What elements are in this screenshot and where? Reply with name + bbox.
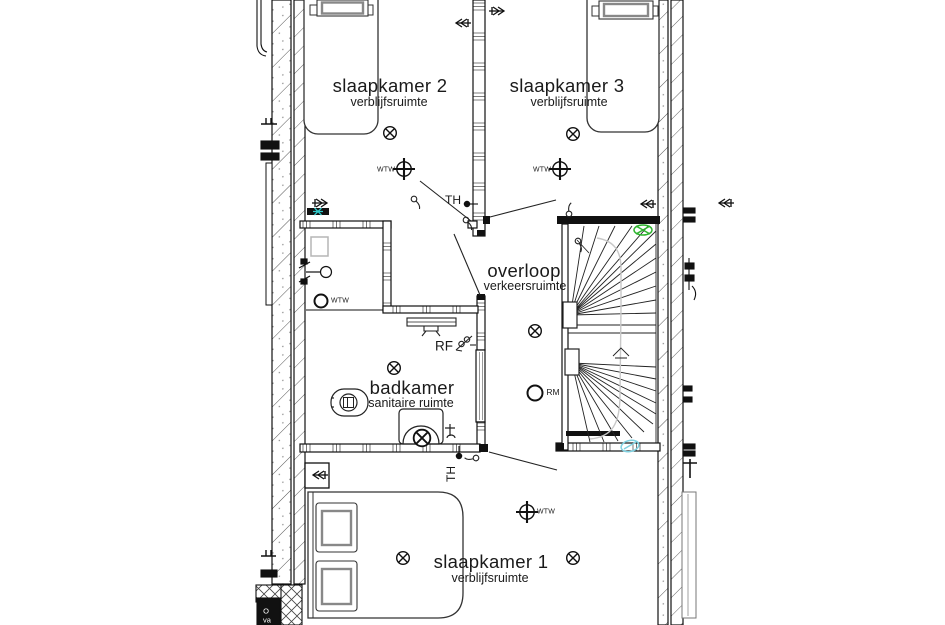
kk-valve-icon: [488, 6, 505, 16]
wall-sk2-sk3-divider: [472, 0, 486, 237]
wall-sk2-south: [299, 220, 392, 229]
duct-teal-icon: [313, 207, 323, 216]
th-label: TH: [444, 466, 458, 482]
door-handle-icon: [410, 195, 421, 210]
ceiling-light-icon: [566, 126, 580, 142]
wtw-extract-icon: [313, 293, 329, 309]
window-glazing: [479, 352, 483, 420]
ceiling-light-icon: [383, 125, 397, 141]
wtw-valve-icon: [514, 499, 540, 525]
room-label-slaapkamer1: slaapkamer 1: [433, 550, 549, 572]
bed-slaapkamer2: [303, 0, 379, 135]
room-label-badk amer: badkamer: [369, 376, 455, 398]
left-margin-fixtures: [256, 0, 280, 578]
kk-valve-icon: [718, 198, 735, 208]
left-outer-wall: [271, 0, 306, 585]
bed-slaapkamer1: [307, 491, 464, 619]
interior-walls: [299, 0, 661, 453]
room-label-slaapkamer2: slaapkamer 2: [332, 74, 448, 96]
vent-cyan-icon: [620, 439, 640, 453]
room-type-slaapkamer2: verblijfsruimte: [350, 94, 428, 109]
room-type-slaapkamer1: verblijfsruimte: [451, 570, 529, 585]
bed-slaapkamer3: [586, 0, 660, 133]
thermostats: [455, 200, 478, 460]
th-label: TH: [445, 193, 461, 207]
rm-detector-icon: [526, 384, 544, 402]
wall-badkamer-south: [299, 443, 481, 453]
room-label-slaapkamer3: slaapkamer 3: [509, 74, 625, 96]
wardrobe: [681, 491, 697, 619]
wall-stair-west: [561, 223, 569, 451]
right-margin-fixtures: [681, 207, 697, 619]
ceiling-light-icon: [528, 324, 542, 338]
kk-valve-icon: [640, 199, 657, 209]
vent-green-icon: [633, 224, 653, 236]
shower-drain: [310, 236, 329, 257]
rf-label: RF: [435, 338, 453, 354]
stair-stringer-black: [566, 431, 620, 436]
walking-line: [589, 237, 622, 440]
radiator-bracket: [421, 326, 441, 337]
ceiling-light-icon: [387, 361, 401, 375]
basin-tap-cross-icon: [412, 428, 432, 448]
door-handle-icon: [562, 202, 579, 219]
th-sensor-dot: [463, 200, 471, 208]
wall-stair-north-black: [557, 216, 660, 224]
newel-post: [562, 301, 578, 329]
room-label-overloop: overloop: [487, 259, 561, 281]
room-type-overloop: verkeersruimte: [483, 278, 567, 293]
wtw-valve-icon: [547, 156, 573, 182]
wall-shower-east: [382, 220, 392, 312]
staircase: [562, 224, 657, 443]
room-type-slaapkamer3: verblijfsruimte: [530, 94, 608, 109]
ceiling-light-icon: [566, 551, 580, 565]
wtw-label: WTW: [330, 297, 350, 305]
door-slaapkamer1: [488, 451, 558, 471]
door-badkamer: [453, 233, 481, 296]
bottom-left-foundation: [255, 584, 303, 625]
toilet: [330, 388, 369, 417]
shower-area: [298, 236, 333, 285]
kk-valve-icon: [455, 18, 472, 28]
stair-upper-fan: [570, 225, 657, 316]
door-handle-icon: [572, 237, 585, 253]
wall-overloop-west: [476, 295, 486, 351]
wall-badkamer-north: [382, 305, 479, 314]
window-overloop-west: [475, 349, 486, 423]
wtw-label: WTW: [376, 166, 396, 174]
column-black: [256, 597, 281, 625]
stair-lower-fan: [571, 362, 657, 443]
wtw-valves: [313, 156, 573, 525]
wall-valve-symbols: [304, 6, 735, 489]
wtw-valve-icon: [391, 156, 417, 182]
rf-sensor-icon: [455, 335, 476, 352]
radiator: [406, 317, 457, 337]
wtw-label: WTW: [536, 508, 556, 516]
kk-valve-icon: [311, 198, 328, 208]
tap-icon: [445, 424, 456, 439]
th-sensor-dot: [455, 452, 463, 460]
colored-vents: [313, 207, 653, 453]
right-outer-wall: [657, 0, 684, 625]
door-handle-icon: [463, 450, 481, 465]
corner-label: va: [263, 615, 271, 625]
corner-label: O: [263, 606, 269, 616]
wall-sink: [298, 258, 333, 285]
door-slaapkamer3: [489, 199, 557, 218]
rm-label: RM: [546, 386, 560, 397]
newel-post: [564, 348, 580, 376]
kk-valve-boxed-icon: [304, 462, 330, 489]
walking-line-arrow: [612, 347, 630, 359]
doors: [410, 180, 585, 471]
wtw-label: WTW: [532, 166, 552, 174]
ceiling-light-icon: [396, 551, 410, 565]
wall-stair-south: [555, 442, 661, 452]
door-slaapkamer2: [419, 180, 472, 222]
room-type-badkamer: sanitaire ruimte: [368, 395, 454, 410]
